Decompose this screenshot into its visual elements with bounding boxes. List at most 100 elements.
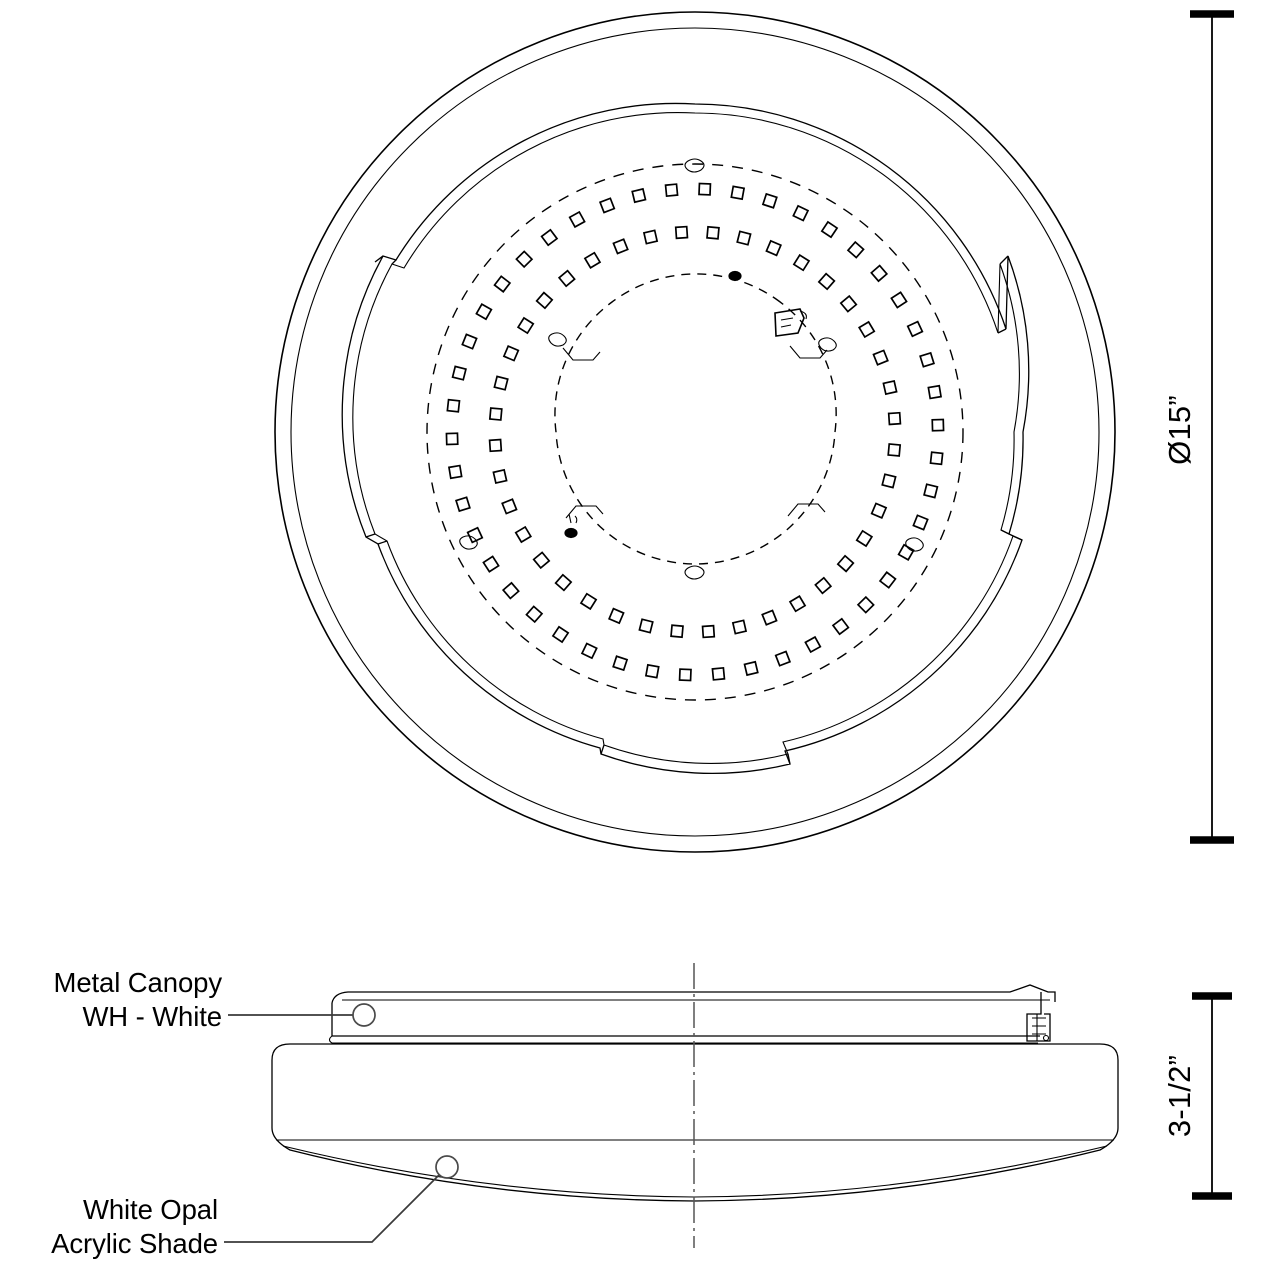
led-ring-inner: [488, 225, 902, 639]
canopy-leader-bubble: [352, 1003, 376, 1027]
dimension-diameter: Ø15”: [1162, 10, 1234, 844]
led-chip: [664, 183, 679, 198]
led-chip: [515, 250, 534, 269]
led-chip: [897, 543, 915, 561]
led-chip: [856, 595, 875, 614]
led-chip: [451, 365, 467, 381]
led-chip: [532, 551, 551, 570]
led-chip: [804, 635, 822, 654]
mounting-clip: [1026, 992, 1051, 1042]
led-chip: [814, 576, 833, 595]
led-chip: [466, 526, 484, 544]
led-chip: [820, 220, 839, 239]
led-chip: [525, 605, 544, 624]
led-chip: [929, 451, 944, 466]
led-chip: [858, 320, 876, 339]
diameter-dim-text: Ø15”: [1162, 395, 1197, 465]
canopy-tab-s: [600, 744, 791, 765]
annotation-metal-canopy: Metal Canopy WH - White: [54, 967, 376, 1032]
elevation-view: [271, 963, 1119, 1248]
shade-annotation-line1: White Opal: [83, 1194, 218, 1225]
clip-mark-se: [905, 537, 924, 552]
screw-tick-2: [568, 513, 578, 524]
canopy-annotation-line2: WH - White: [82, 1001, 222, 1032]
canopy-annotation-line1: Metal Canopy: [54, 967, 223, 998]
led-chip: [882, 379, 898, 396]
led-chip: [927, 384, 943, 400]
shade-leader-bubble: [435, 1155, 459, 1179]
led-chip: [706, 225, 720, 240]
led-chip: [731, 619, 748, 635]
led-chip: [580, 642, 598, 660]
led-chip: [878, 571, 897, 589]
led-chip: [736, 230, 752, 246]
void-notch-ne: [789, 345, 828, 359]
led-chip: [839, 294, 858, 313]
led-chip: [761, 609, 778, 626]
clip-mark-w: [548, 332, 567, 347]
led-chip: [730, 185, 746, 201]
led-chip: [743, 660, 759, 677]
led-chip: [551, 625, 570, 644]
led-chip: [765, 239, 782, 257]
led-chip: [855, 529, 874, 548]
led-chip: [612, 655, 629, 672]
led-chip: [887, 443, 902, 457]
led-chip: [912, 514, 929, 531]
led-chip: [761, 192, 778, 209]
led-chip: [670, 624, 684, 639]
led-chip: [831, 617, 850, 636]
led-chip: [846, 240, 865, 259]
canopy-ring: [341, 102, 1030, 775]
led-chip: [906, 320, 924, 338]
led-chip: [502, 345, 520, 362]
led-chip: [792, 253, 811, 272]
connector-block: [774, 308, 807, 337]
shade-dome-inner: [282, 1145, 1108, 1198]
led-ring-outer: [445, 182, 945, 682]
led-chip: [501, 581, 520, 600]
led-chip: [836, 554, 855, 573]
led-board-inner-void: [554, 273, 837, 565]
led-chip: [642, 229, 659, 245]
clip-mark-sw: [459, 535, 478, 550]
led-chip: [870, 502, 888, 519]
connector-outline: [774, 308, 805, 337]
led-chip: [638, 618, 654, 634]
led-chip: [488, 438, 503, 453]
led-chip: [482, 555, 500, 573]
canopy-tab-se: [1000, 529, 1023, 541]
clip-mark-s: [684, 565, 705, 580]
canopy-tab-nw: [374, 255, 397, 265]
led-chip: [711, 666, 726, 681]
canopy-edge-inner: [352, 112, 1020, 764]
clip-mark-e: [818, 337, 837, 352]
led-chip: [583, 251, 602, 269]
led-chip: [461, 333, 478, 350]
shade-body-profile: [271, 1043, 1119, 1202]
inner-void-outline: [554, 273, 837, 565]
led-chip: [447, 464, 463, 480]
led-chip: [554, 573, 573, 592]
led-chip: [701, 624, 716, 639]
led-chip: [923, 483, 939, 499]
void-notch-nw: [562, 347, 601, 361]
connector-detail: [780, 317, 794, 328]
led-chip: [674, 225, 689, 240]
screw-mark-1: [728, 270, 742, 282]
led-chip: [890, 291, 908, 309]
led-chip: [445, 432, 459, 446]
led-chip: [792, 204, 810, 222]
led-chip: [488, 407, 503, 421]
led-chip: [501, 498, 518, 515]
canopy-lip-cap: [328, 1035, 337, 1044]
canopy-edge-outer: [341, 102, 1030, 775]
clip-outline: [1026, 992, 1051, 1042]
led-chip: [535, 291, 554, 310]
screw-marks: [564, 270, 742, 539]
clip-pin: [1042, 1034, 1050, 1042]
led-chip: [493, 275, 512, 293]
connector-lead: [799, 310, 807, 320]
led-chip: [540, 228, 559, 247]
